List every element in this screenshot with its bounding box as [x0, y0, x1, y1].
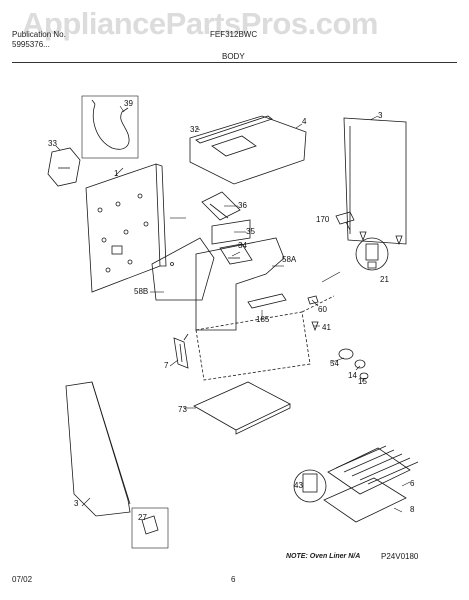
callout-39: 39 — [124, 99, 133, 108]
callout-41: 41 — [322, 323, 331, 332]
callout-43: 43 — [294, 481, 303, 490]
knob-part-14 — [354, 359, 366, 369]
top-panel-part-4 — [189, 115, 307, 185]
oven-rack-part-6 — [327, 445, 419, 495]
side-panel-part-3-right — [343, 117, 407, 245]
callout-58B: 58B — [134, 287, 148, 296]
section-title: BODY — [222, 52, 245, 61]
callout-3-top: 3 — [378, 111, 383, 120]
callout-170: 170 — [316, 215, 330, 224]
knob-part-54 — [338, 348, 354, 360]
callout-35: 35 — [246, 227, 255, 236]
header-left: Publication No. 5995376... — [12, 30, 112, 50]
oven-rack-part-8 — [323, 477, 407, 523]
callout-7: 7 — [164, 361, 169, 370]
oven-cavity-outline — [195, 295, 335, 381]
knob-part-15 — [359, 372, 369, 380]
callout-34: 34 — [238, 241, 247, 250]
footer-date: 07/02 — [12, 575, 33, 584]
callout-1: 1 — [114, 169, 119, 178]
back-panel-part-1 — [85, 163, 167, 293]
strip-part-32 — [195, 115, 273, 144]
clip-part-60 — [307, 295, 319, 305]
inset-part-27 — [131, 507, 169, 549]
insulation-part-58B — [151, 237, 215, 301]
callout-27: 27 — [138, 513, 147, 522]
hinge-part-7 — [173, 333, 189, 369]
leg-parts-right — [359, 231, 403, 246]
callout-32: 32 — [190, 125, 199, 134]
callout-185: 185 — [256, 315, 270, 324]
leveling-leg-part-21 — [355, 237, 389, 271]
footer-page-number: 6 — [231, 575, 236, 584]
oven-bottom-part-73 — [193, 381, 291, 435]
callout-8: 8 — [410, 505, 415, 514]
insulation-part-58A — [195, 237, 285, 331]
watermark: AppliancePartsPros.com — [22, 6, 378, 41]
side-panel-part-3-left — [65, 381, 131, 517]
callout-14: 14 — [348, 371, 357, 380]
publication-number: 5995376... — [12, 40, 50, 49]
callout-73: 73 — [178, 405, 187, 414]
model-number: FEF312BWC — [210, 30, 258, 39]
callout-labels: 39 33 1 32 4 3 36 35 34 58A 58B 170 21 6… — [48, 99, 415, 522]
shield-part-35 — [211, 219, 251, 245]
vent-part-36 — [201, 191, 241, 221]
header-rule — [12, 62, 457, 63]
callout-60: 60 — [318, 305, 327, 314]
callout-54: 54 — [330, 359, 339, 368]
bracket-part-170 — [335, 211, 355, 231]
baffle-part-34 — [219, 243, 253, 265]
callout-4: 4 — [302, 117, 307, 126]
publication-label: Publication No. — [12, 30, 66, 39]
leader-lines — [55, 105, 411, 513]
callout-6: 6 — [410, 479, 415, 488]
wire-harness-part-39 — [81, 95, 139, 159]
oven-liner-note: NOTE: Oven Liner N/A — [286, 553, 361, 560]
callout-15: 15 — [358, 377, 367, 386]
callout-58A: 58A — [282, 255, 297, 264]
bracket-part-33 — [47, 147, 81, 187]
callout-21: 21 — [380, 275, 389, 284]
inset-part-43 — [293, 469, 327, 503]
callout-36: 36 — [238, 201, 247, 210]
callout-33: 33 — [48, 139, 57, 148]
callout-3-bottom: 3 — [74, 499, 79, 508]
figure-code: P24V0180 — [381, 552, 419, 561]
handle-part-185 — [247, 293, 287, 309]
